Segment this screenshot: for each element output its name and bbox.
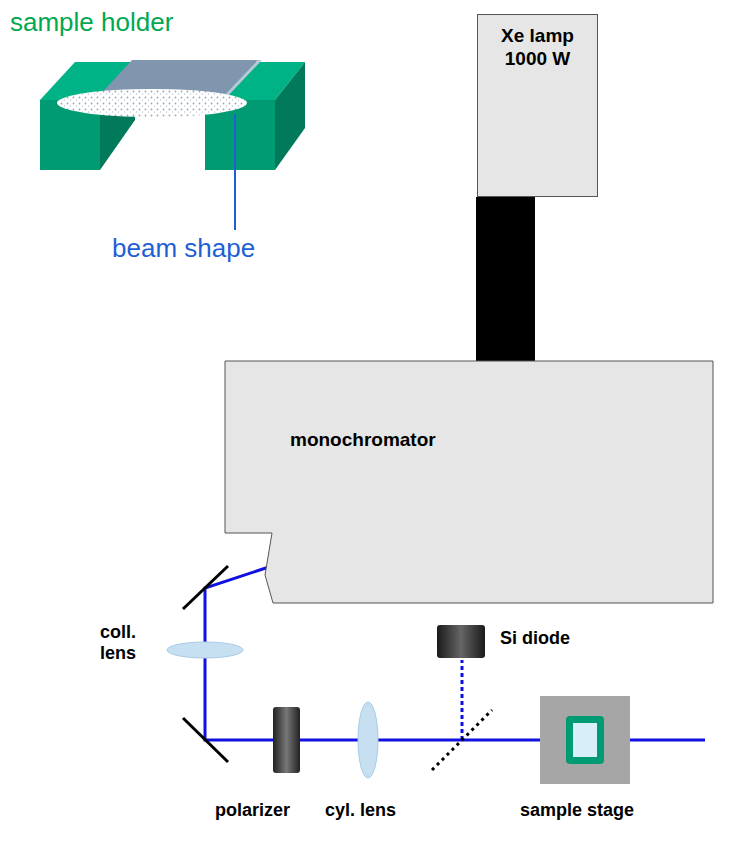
stage-sample	[573, 723, 597, 757]
leader-line	[234, 114, 236, 230]
figure-label: sample holder	[10, 8, 173, 38]
collimating-lens	[167, 642, 243, 658]
component-label: coll. lens	[100, 622, 162, 663]
mirror	[183, 718, 228, 762]
stage-holder	[566, 716, 604, 764]
component-label: cyl. lens	[325, 800, 396, 821]
node-text: Xe lamp 1000 W	[490, 25, 585, 71]
cylindrical-lens	[358, 702, 378, 778]
lamp-coupling-bar	[476, 197, 535, 361]
lamp-box: Xe lamp 1000 W	[477, 14, 598, 197]
monochromator-box: monochromator	[225, 361, 713, 603]
mirror	[183, 566, 228, 609]
sample-stage-drawing	[540, 696, 630, 784]
split-beam	[461, 660, 464, 740]
monochromator-outline	[225, 361, 713, 603]
component-label: sample stage	[520, 800, 634, 821]
stage-plate	[540, 696, 630, 784]
holder-block-side	[275, 62, 305, 170]
sample-slab-edge	[220, 60, 262, 100]
polarizer-element	[273, 707, 300, 773]
si-diode-element	[437, 625, 485, 658]
beam-splitter	[432, 710, 492, 770]
sample-holder-drawing	[40, 60, 305, 230]
callout-label: beam shape	[112, 234, 255, 264]
beam-spot	[57, 89, 247, 117]
node-text: monochromator	[290, 429, 713, 452]
component-label: Si diode	[500, 628, 570, 649]
component-label: polarizer	[215, 800, 290, 821]
monochromator-shape	[225, 361, 713, 603]
